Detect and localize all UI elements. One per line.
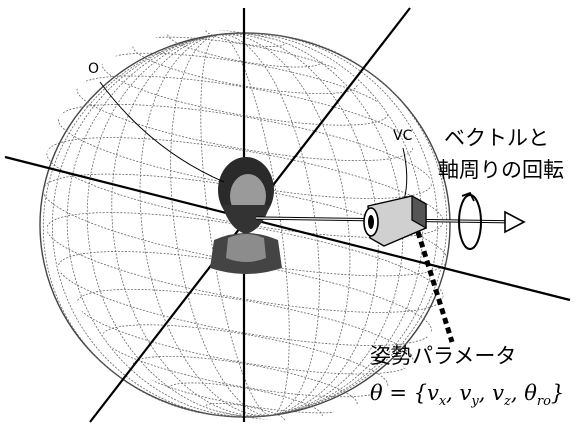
pose-connector-line (415, 231, 455, 343)
parallel-line (205, 402, 285, 424)
origin-label: O (88, 61, 100, 77)
rotation-caption-line2: 軸周りの回転 (438, 158, 564, 182)
origin-leader-line (99, 81, 225, 183)
pose-parameter-title: 姿勢パラメータ (370, 344, 517, 368)
virtual-camera-label: VC (393, 128, 413, 144)
rotation-caption-line1: ベクトルと (444, 126, 549, 150)
parallel-line (132, 36, 358, 95)
meridian-line (200, 34, 290, 416)
rotation-icon (458, 191, 482, 250)
parallel-line (205, 26, 285, 48)
diagonal-axis-2 (4, 155, 571, 302)
head-icon (210, 157, 282, 274)
vc-leader-line (402, 147, 408, 201)
parallel-line (132, 355, 358, 414)
pose-parameter-formula: θ = {vx, vy, vz, θro} (370, 381, 565, 410)
virtual-camera-icon (363, 194, 427, 247)
meridian-line (139, 33, 351, 417)
